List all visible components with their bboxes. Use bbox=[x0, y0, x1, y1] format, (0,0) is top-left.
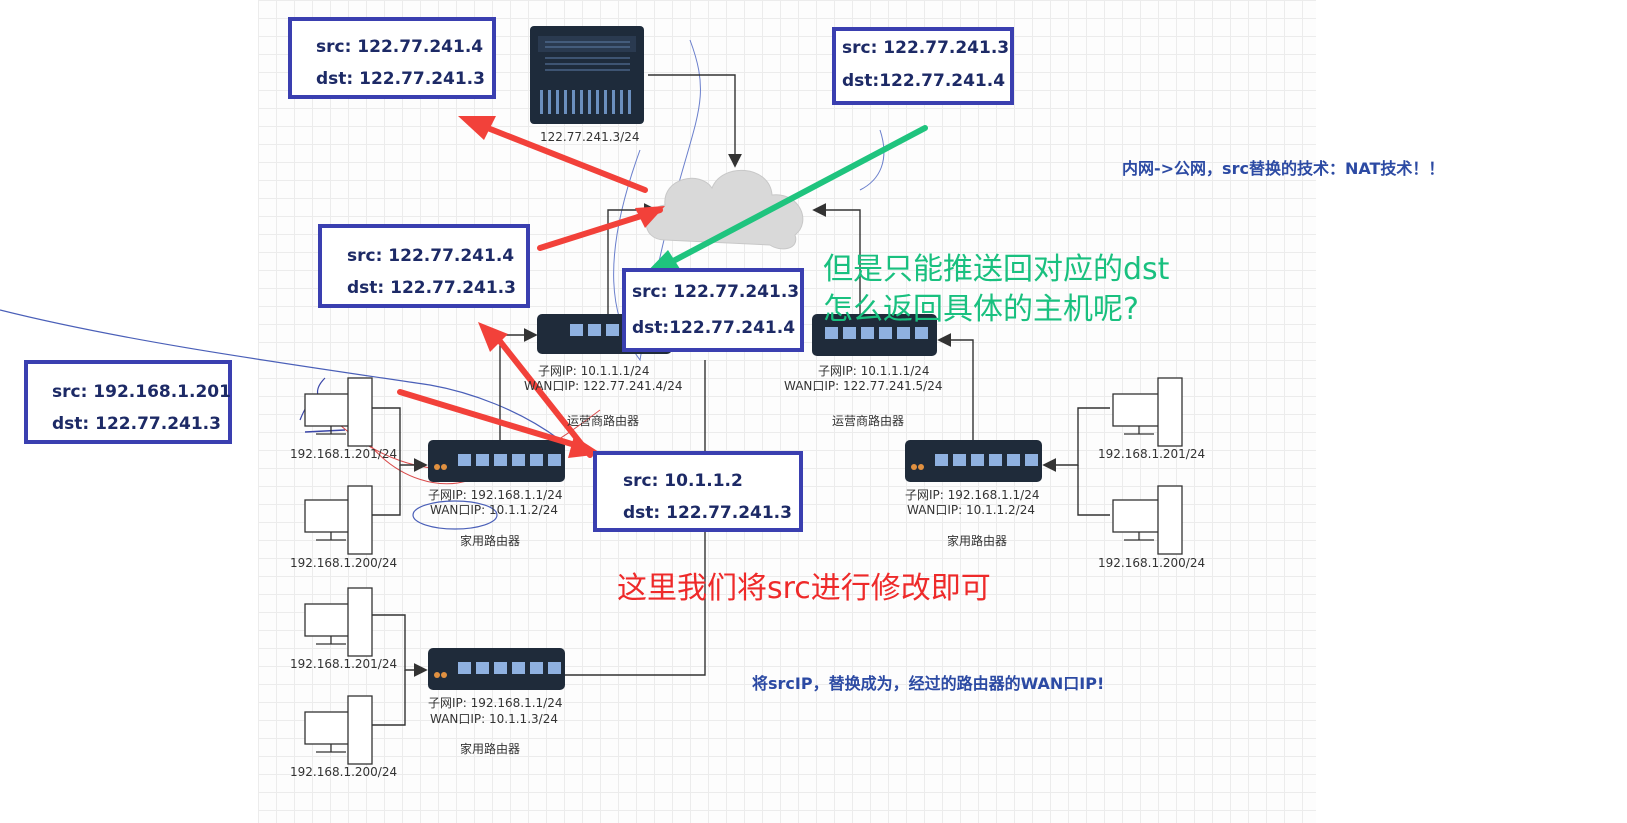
green-annotation-line2: 怎么返回具体的主机呢? bbox=[823, 292, 1139, 327]
underline-mark bbox=[304, 429, 346, 433]
packet-box-2: src: 122.77.241.3 dst:122.77.241.4 bbox=[832, 27, 1014, 105]
isp-router-right-icon bbox=[812, 314, 937, 356]
host-label: 192.168.1.201/24 bbox=[290, 657, 398, 671]
pc-icon bbox=[1112, 377, 1183, 447]
home-router-3-name: 家用路由器 bbox=[460, 742, 521, 756]
isp-router-left-wan: WAN口IP: 122.77.241.4/24 bbox=[524, 379, 683, 393]
server-ip-label: 122.77.241.3/24 bbox=[540, 130, 640, 144]
packet-box-3: src: 122.77.241.4 dst: 122.77.241.3 bbox=[318, 224, 530, 308]
home-router-1-icon bbox=[428, 440, 565, 482]
packet-box-6: src: 10.1.1.2 dst: 122.77.241.3 bbox=[593, 451, 803, 532]
home-router-2-name: 家用路由器 bbox=[947, 534, 1008, 548]
src-text: src: 192.168.1.201 bbox=[52, 382, 231, 402]
dst-text: dst: 122.77.241.3 bbox=[623, 503, 792, 523]
handdrawn-circle bbox=[412, 500, 498, 530]
pc-icon bbox=[304, 695, 373, 765]
server-icon bbox=[530, 26, 644, 124]
src-text: src: 122.77.241.3 bbox=[842, 38, 1010, 58]
host-label: 192.168.1.201/24 bbox=[290, 447, 398, 461]
dst-text: dst: 122.77.241.3 bbox=[316, 69, 485, 89]
home-router-1-name: 家用路由器 bbox=[460, 534, 521, 548]
isp-router-left-name: 运营商路由器 bbox=[567, 414, 640, 428]
home-router-2-subnet: 子网IP: 192.168.1.1/24 bbox=[905, 488, 1040, 502]
dst-text: dst: 122.77.241.3 bbox=[347, 278, 516, 298]
src-text: src: 122.77.241.3 bbox=[632, 282, 800, 302]
src-text: src: 10.1.1.2 bbox=[623, 471, 743, 491]
pc-icon bbox=[304, 587, 373, 657]
pc-icon bbox=[304, 485, 373, 555]
host-label: 192.168.1.200/24 bbox=[290, 556, 398, 570]
packet-box-4: src: 122.77.241.3 dst:122.77.241.4 bbox=[622, 268, 804, 352]
home-router-3-icon bbox=[428, 648, 565, 690]
pc-icon bbox=[1112, 485, 1183, 555]
host-label: 192.168.1.200/24 bbox=[1098, 556, 1206, 570]
src-text: src: 122.77.241.4 bbox=[316, 37, 484, 57]
isp-router-right-wan: WAN口IP: 122.77.241.5/24 bbox=[784, 379, 943, 393]
handdrawn-line bbox=[0, 309, 561, 441]
home-router-3-subnet: 子网IP: 192.168.1.1/24 bbox=[428, 696, 563, 710]
packet-box-5: src: 192.168.1.201 dst: 122.77.241.3 bbox=[24, 360, 232, 444]
packet-box-1: src: 122.77.241.4 dst: 122.77.241.3 bbox=[288, 17, 496, 99]
home-router-1-subnet: 子网IP: 192.168.1.1/24 bbox=[428, 488, 563, 502]
red-annotation: 这里我们将src进行修改即可 bbox=[617, 571, 991, 606]
home-router-1-wan: WAN口IP: 10.1.1.2/24 bbox=[430, 503, 558, 517]
nat-note: 内网->公网，src替换的技术：NAT技术！！ bbox=[1122, 159, 1445, 178]
isp-router-left-subnet: 子网IP: 10.1.1.1/24 bbox=[538, 364, 650, 378]
isp-router-right-subnet: 子网IP: 10.1.1.1/24 bbox=[818, 364, 930, 378]
home-router-2-icon bbox=[905, 440, 1042, 482]
home-router-2-wan: WAN口IP: 10.1.1.2/24 bbox=[907, 503, 1035, 517]
dst-text: dst:122.77.241.4 bbox=[842, 71, 1006, 91]
home-router-3-wan: WAN口IP: 10.1.1.3/24 bbox=[430, 712, 558, 726]
isp-router-right-name: 运营商路由器 bbox=[832, 414, 905, 428]
replace-note: 将srcIP，替换成为，经过的路由器的WAN口IP! bbox=[752, 674, 1105, 693]
dst-text: dst: 122.77.241.3 bbox=[52, 414, 221, 434]
pc-icon bbox=[304, 377, 373, 447]
src-text: src: 122.77.241.4 bbox=[347, 246, 515, 266]
handdrawn-line bbox=[859, 129, 885, 191]
dst-text: dst:122.77.241.4 bbox=[632, 318, 796, 338]
host-label: 192.168.1.200/24 bbox=[290, 765, 398, 779]
green-annotation-line1: 但是只能推送回对应的dst bbox=[823, 252, 1170, 287]
host-label: 192.168.1.201/24 bbox=[1098, 447, 1206, 461]
